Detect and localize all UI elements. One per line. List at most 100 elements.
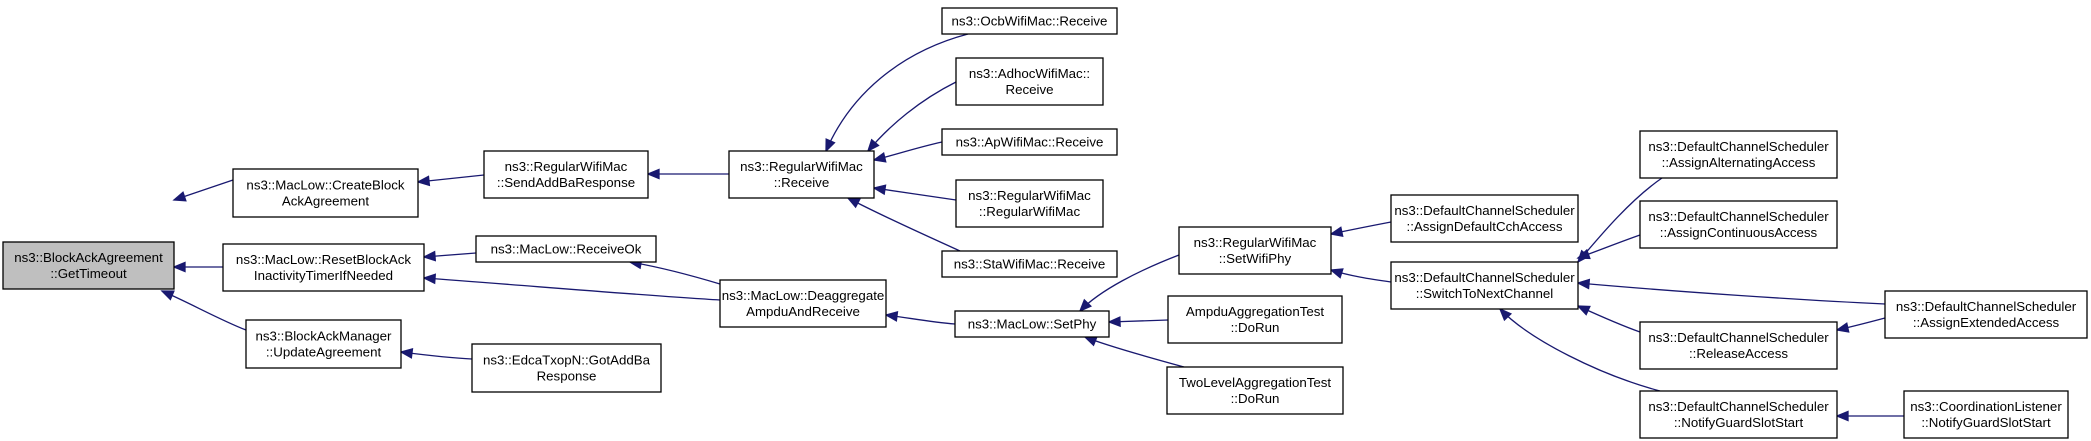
edge-arrowhead <box>1835 322 1850 333</box>
graph-edges <box>160 33 1904 422</box>
graph-node[interactable]: ns3::DefaultChannelScheduler::SwitchToNe… <box>1390 261 1579 310</box>
node-box <box>728 150 875 199</box>
edge-n1-n0 <box>172 179 234 202</box>
edge-arrowhead <box>1083 336 1098 347</box>
edge-n7-n4 <box>646 168 729 180</box>
graph-node-root[interactable]: ns3::BlockAckAgreement::GetTimeout <box>2 241 175 290</box>
graph-node[interactable]: ns3::DefaultChannelScheduler::NotifyGuar… <box>1639 390 1838 439</box>
edge-n10-n7 <box>866 81 957 153</box>
node-box <box>941 7 1118 35</box>
edge-n15-n14 <box>1078 254 1180 313</box>
edge-arrowhead <box>1576 305 1591 316</box>
node-box <box>483 150 649 199</box>
node-box <box>2 241 175 290</box>
node-box <box>1390 194 1579 243</box>
node-label-line: AmpduAndReceive <box>746 304 860 319</box>
graph-node[interactable]: AmpduAggregationTest::DoRun <box>1167 295 1343 344</box>
node-label-line: ::UpdateAgreement <box>266 345 382 360</box>
graph-node[interactable]: ns3::CoordinationListener::NotifyGuardSl… <box>1903 390 2069 439</box>
graph-node[interactable]: ns3::DefaultChannelScheduler::AssignExte… <box>1884 290 2088 339</box>
edge-n6-n3 <box>399 348 473 360</box>
node-box <box>245 319 402 369</box>
graph-node[interactable]: ns3::RegularWifiMac::RegularWifiMac <box>955 179 1104 228</box>
node-box <box>1178 226 1332 275</box>
graph-node[interactable]: ns3::OcbWifiMac::Receive <box>941 7 1118 35</box>
graph-node[interactable]: ns3::RegularWifiMac::Receive <box>728 150 875 199</box>
edge-line <box>629 261 721 285</box>
node-label-line: ::AssignContinuousAccess <box>1660 225 1818 240</box>
node-box <box>719 279 887 328</box>
edge-n8-n2 <box>422 273 721 301</box>
node-box <box>222 243 425 292</box>
edge-arrowhead <box>172 261 186 273</box>
edge-arrowhead <box>646 168 660 180</box>
edge-arrowhead <box>1576 248 1591 260</box>
edge-arrowhead <box>399 348 414 359</box>
node-label-line: ::Receive <box>774 175 829 190</box>
edge-n2-n0 <box>172 261 223 273</box>
graph-node[interactable]: ns3::StaWifiMac::Receive <box>941 250 1118 278</box>
node-label-line: ns3::RegularWifiMac <box>1194 235 1317 250</box>
edge-n24-n19 <box>1576 278 1886 305</box>
graph-node[interactable]: ns3::DefaultChannelScheduler::AssignDefa… <box>1390 194 1579 243</box>
node-label-line: ns3::MacLow::ReceiveOk <box>491 242 642 257</box>
graph-node[interactable]: ns3::MacLow::ReceiveOk <box>475 235 657 263</box>
graph-node[interactable]: ns3::MacLow::ResetBlockAckInactivityTime… <box>222 243 425 292</box>
node-label-line: ns3::AdhocWifiMac:: <box>969 66 1090 81</box>
edge-arrowhead <box>884 311 899 322</box>
node-box <box>955 57 1104 106</box>
graph-nodes: ns3::BlockAckAgreement::GetTimeoutns3::M… <box>2 7 2088 439</box>
edge-n8-n5 <box>628 258 721 285</box>
node-label-line: ns3::MacLow::SetPhy <box>968 317 1097 332</box>
edge-arrowhead <box>1107 316 1121 328</box>
node-label-line: ::NotifyGuardSlotStart <box>1674 415 1804 430</box>
edge-n24-n22 <box>1835 317 1886 333</box>
edge-line <box>423 277 721 301</box>
edge-arrowhead <box>160 290 175 301</box>
node-box <box>1639 321 1838 370</box>
edge-line <box>1499 308 1661 392</box>
graph-node[interactable]: ns3::DefaultChannelScheduler::AssignCont… <box>1639 200 1838 249</box>
graph-node[interactable]: ns3::RegularWifiMac::SendAddBaResponse <box>483 150 649 199</box>
node-box <box>1884 290 2088 339</box>
node-label-line: AckAgreement <box>282 194 370 209</box>
node-box <box>1639 130 1838 179</box>
node-box <box>1166 366 1344 415</box>
node-box <box>475 235 657 263</box>
edge-line <box>161 290 247 331</box>
edge-n11-n7 <box>872 141 943 163</box>
node-box <box>941 250 1118 278</box>
node-box <box>1639 200 1838 249</box>
graph-node[interactable]: ns3::AdhocWifiMac::Receive <box>955 57 1104 106</box>
edge-n13-n7 <box>846 197 961 252</box>
node-label-line: ::AssignExtendedAccess <box>1913 315 2060 330</box>
graph-node[interactable]: ns3::BlockAckManager::UpdateAgreement <box>245 319 402 369</box>
edge-n23-n19 <box>1498 307 1661 392</box>
node-label-line: ::AssignAlternatingAccess <box>1662 155 1816 170</box>
edge-arrowhead <box>1498 307 1513 322</box>
graph-node[interactable]: ns3::DefaultChannelScheduler::AssignAlte… <box>1639 130 1838 179</box>
node-label-line: ::RegularWifiMac <box>979 204 1081 219</box>
node-label-line: ::SendAddBaResponse <box>497 175 635 190</box>
node-label-line: ns3::OcbWifiMac::Receive <box>952 14 1108 29</box>
node-label-line: ns3::DefaultChannelScheduler <box>1648 209 1829 224</box>
edge-arrowhead <box>846 197 861 209</box>
node-label-line: ns3::CoordinationListener <box>1910 399 2062 414</box>
graph-node[interactable]: TwoLevelAggregationTest::DoRun <box>1166 366 1344 415</box>
edge-n21-n19 <box>1576 234 1641 260</box>
graph-node[interactable]: ns3::RegularWifiMac::SetWifiPhy <box>1178 226 1332 275</box>
node-label-line: ns3::StaWifiMac::Receive <box>954 257 1106 272</box>
graph-node[interactable]: ns3::ApWifiMac::Receive <box>941 128 1118 156</box>
node-label-line: ::DoRun <box>1231 391 1280 406</box>
edge-arrowhead <box>1329 226 1344 237</box>
graph-node[interactable]: ns3::DefaultChannelScheduler::ReleaseAcc… <box>1639 321 1838 370</box>
node-label-line: ns3::DefaultChannelScheduler <box>1648 330 1829 345</box>
node-box <box>1903 390 2069 439</box>
edge-arrowhead <box>1576 278 1591 290</box>
node-label-line: ns3::DefaultChannelScheduler <box>1394 270 1575 285</box>
edge-arrowhead <box>1329 268 1344 279</box>
graph-node[interactable]: ns3::MacLow::SetPhy <box>954 310 1110 338</box>
